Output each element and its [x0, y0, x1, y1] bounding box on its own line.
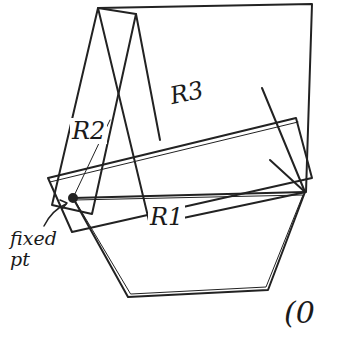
- page-number-fragment: (0: [282, 296, 317, 329]
- region-label-holder: R3: [166, 76, 208, 110]
- rectangle-r3: [98, 4, 312, 225]
- page-number-fragment-holder: (0: [282, 296, 317, 329]
- region-label-holder: R2: [70, 118, 107, 144]
- rotated-band: [48, 118, 312, 232]
- region-label-holder: R1: [148, 204, 185, 230]
- fixed-point-dot: [69, 194, 77, 202]
- callout-label-holder: fixed pt: [8, 228, 60, 270]
- region-label: R2: [70, 118, 107, 144]
- leader-arrowhead: [60, 200, 67, 209]
- rectangle-r1: [73, 192, 305, 297]
- sketch-line: [270, 160, 305, 192]
- callout-label: fixed pt: [8, 228, 60, 270]
- rectangle-r1-sketch: [75, 195, 303, 294]
- sketch-line: [136, 14, 160, 140]
- region-label: R1: [148, 204, 185, 230]
- sketch-line: [262, 88, 305, 192]
- region-label: R3: [166, 76, 208, 110]
